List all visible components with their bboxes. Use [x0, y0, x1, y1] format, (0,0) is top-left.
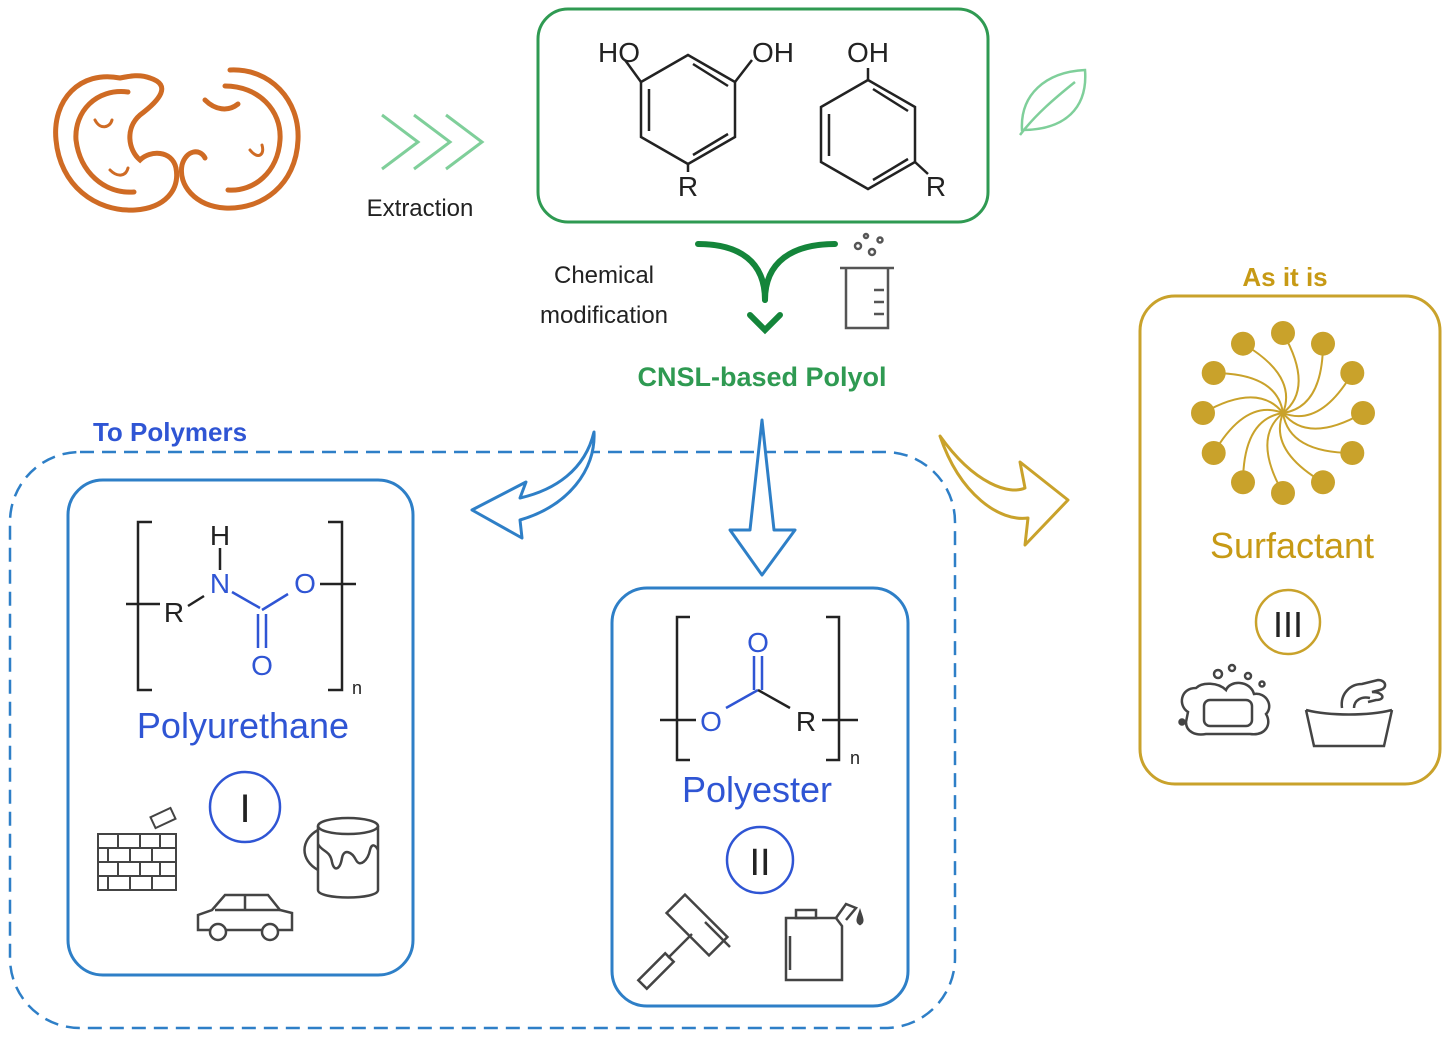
micelle-head: [1340, 441, 1365, 465]
micelle-head: [1231, 470, 1255, 495]
roman-2-circle: [725, 825, 795, 895]
pu-o-label: O: [294, 568, 316, 599]
beaker-icon: [840, 232, 894, 330]
chemical-label: Chemical: [554, 262, 654, 289]
surfactant-box: [1138, 294, 1442, 786]
chevron-arrows-icon: [381, 113, 485, 171]
polyol-label: CNSL-based Polyol: [637, 362, 886, 392]
micelle-tail: [1278, 412, 1324, 484]
pe-r-label: R: [796, 706, 816, 737]
arrow-to-polyester: [728, 418, 797, 577]
micelle-tail: [1282, 412, 1353, 454]
micelle-head: [1231, 331, 1255, 356]
resorcinol-oh-label: OH: [752, 37, 794, 68]
micelle-icon: [1191, 321, 1375, 505]
as-it-is-label: As it is: [1242, 262, 1327, 292]
micelle-head: [1271, 321, 1295, 345]
micelle-tail: [1213, 372, 1284, 414]
pu-carbonyl-o-label: O: [251, 650, 273, 681]
paint-can-icon: [303, 816, 380, 899]
resorcinol-structure: [623, 53, 753, 172]
micelle-tail: [1212, 408, 1284, 454]
soap-icon: [1178, 663, 1271, 736]
phenol-oh-label: OH: [847, 37, 889, 68]
roman-3-label: III: [1273, 604, 1303, 645]
paint-roller-icon: [636, 892, 731, 991]
arrow-to-surfactant: [938, 434, 1070, 547]
leaf-icon: [1019, 68, 1087, 136]
phenol-structure: [819, 68, 929, 191]
jerrycan-icon: [784, 902, 864, 982]
cashew-nut-icon: [53, 67, 301, 213]
resorcinol-r-label: R: [678, 171, 698, 202]
polyester-label: Polyester: [682, 769, 832, 810]
polyurethane-label: Polyurethane: [137, 705, 349, 746]
micelle-head: [1340, 361, 1365, 385]
arrow-to-polyurethane: [470, 430, 596, 540]
micelle-head: [1311, 470, 1335, 495]
polymers-group-box: [8, 450, 957, 1030]
polyester-structure: [660, 615, 858, 762]
roman-1-circle: [208, 770, 282, 844]
micelle-head: [1351, 401, 1375, 425]
micelle-tail: [1282, 332, 1300, 414]
micelle-tail: [1242, 412, 1284, 483]
micelle-head: [1191, 401, 1215, 425]
pe-o-label: O: [700, 706, 722, 737]
roman-2-label: II: [749, 842, 770, 884]
micelle-head: [1311, 331, 1335, 356]
polyurethane-box: [66, 478, 415, 977]
micelle-head: [1201, 361, 1226, 385]
pu-h-label: H: [210, 520, 230, 551]
surfactant-label: Surfactant: [1210, 525, 1374, 566]
pe-carbonyl-o-label: O: [747, 627, 769, 658]
micelle-tail: [1282, 372, 1354, 418]
micelle-head: [1271, 481, 1295, 505]
micelle-tail: [1282, 412, 1364, 430]
pu-n-label: N: [210, 568, 230, 599]
extraction-label: Extraction: [367, 195, 474, 222]
brick-wall-icon: [97, 806, 177, 891]
micelle-tail: [1282, 343, 1324, 414]
car-icon: [196, 893, 294, 942]
phenol-r-label: R: [926, 171, 946, 202]
monomer-box: [536, 7, 990, 224]
to-polymers-label: To Polymers: [93, 417, 247, 447]
micelle-tail: [1266, 412, 1284, 494]
roman-3-circle: [1254, 588, 1322, 656]
micelle-head: [1201, 441, 1226, 465]
merge-arrow-icon: [695, 241, 838, 335]
roman-1-label: I: [239, 787, 250, 831]
pu-subscript-n: n: [352, 678, 362, 698]
pe-subscript-n: n: [850, 748, 860, 768]
modification-label: modification: [540, 302, 668, 329]
micelle-tail: [1242, 342, 1288, 414]
washbasin-icon: [1304, 678, 1394, 748]
micelle-tail: [1202, 396, 1284, 414]
polyurethane-structure: [126, 520, 356, 692]
polyester-box: [610, 586, 910, 1008]
pu-r-label: R: [164, 597, 184, 628]
resorcinol-ho-label: HO: [598, 37, 640, 68]
